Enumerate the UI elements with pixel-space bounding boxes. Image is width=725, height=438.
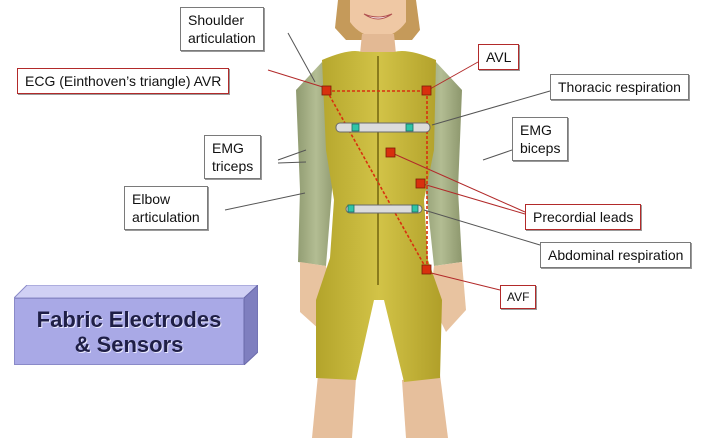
label-avf-text: AVF bbox=[507, 290, 529, 304]
label-thoracic-respiration: Thoracic respiration bbox=[550, 74, 689, 100]
label-avl-text: AVL bbox=[486, 49, 511, 65]
label-abdominal-text: Abdominal respiration bbox=[548, 247, 683, 263]
right-leg bbox=[402, 375, 448, 438]
label-thoracic-text: Thoracic respiration bbox=[558, 79, 681, 95]
title-line1: Fabric Electrodes bbox=[37, 307, 222, 332]
label-avl: AVL bbox=[478, 44, 519, 70]
title-front: Fabric Electrodes & Sensors bbox=[14, 298, 244, 365]
abdominal-sensor-tip-right bbox=[412, 205, 418, 212]
neck bbox=[360, 34, 396, 54]
electrode-avf bbox=[422, 265, 431, 274]
electrode-precordial-1 bbox=[386, 148, 395, 157]
label-emg-biceps: EMG biceps bbox=[512, 117, 568, 161]
abdominal-sensor-band bbox=[346, 205, 422, 213]
label-abdominal-respiration: Abdominal respiration bbox=[540, 242, 691, 268]
label-emg-triceps: EMG triceps bbox=[204, 135, 261, 179]
label-elbow-articulation: Elbow articulation bbox=[124, 186, 208, 230]
title-block: Fabric Electrodes & Sensors bbox=[14, 285, 258, 365]
thoracic-sensor-tip-left bbox=[352, 124, 359, 131]
label-shoulder-articulation: Shoulder articulation bbox=[180, 7, 264, 51]
label-avr: ECG (Einthoven’s triangle) AVR bbox=[17, 68, 229, 94]
label-precordial-text: Precordial leads bbox=[533, 209, 633, 225]
label-avf: AVF bbox=[500, 285, 536, 309]
label-avr-text: ECG (Einthoven’s triangle) AVR bbox=[25, 73, 221, 89]
label-emg-biceps-line1: EMG bbox=[520, 121, 560, 139]
label-emg-biceps-line2: biceps bbox=[520, 139, 560, 157]
title-line2: & Sensors bbox=[75, 332, 184, 357]
thoracic-sensor-band bbox=[336, 123, 430, 132]
label-elbow-line2: articulation bbox=[132, 208, 200, 226]
label-emg-triceps-line1: EMG bbox=[212, 139, 253, 157]
label-shoulder-line1: Shoulder bbox=[188, 11, 256, 29]
electrode-avr bbox=[322, 86, 331, 95]
abdominal-sensor-tip-left bbox=[348, 205, 354, 212]
thoracic-sensor-tip-right bbox=[406, 124, 413, 131]
label-shoulder-line2: articulation bbox=[188, 29, 256, 47]
electrode-avl bbox=[422, 86, 431, 95]
electrode-precordial-2 bbox=[416, 179, 425, 188]
left-leg bbox=[312, 375, 356, 438]
label-elbow-line1: Elbow bbox=[132, 190, 200, 208]
label-precordial-leads: Precordial leads bbox=[525, 204, 641, 230]
label-emg-triceps-line2: triceps bbox=[212, 157, 253, 175]
